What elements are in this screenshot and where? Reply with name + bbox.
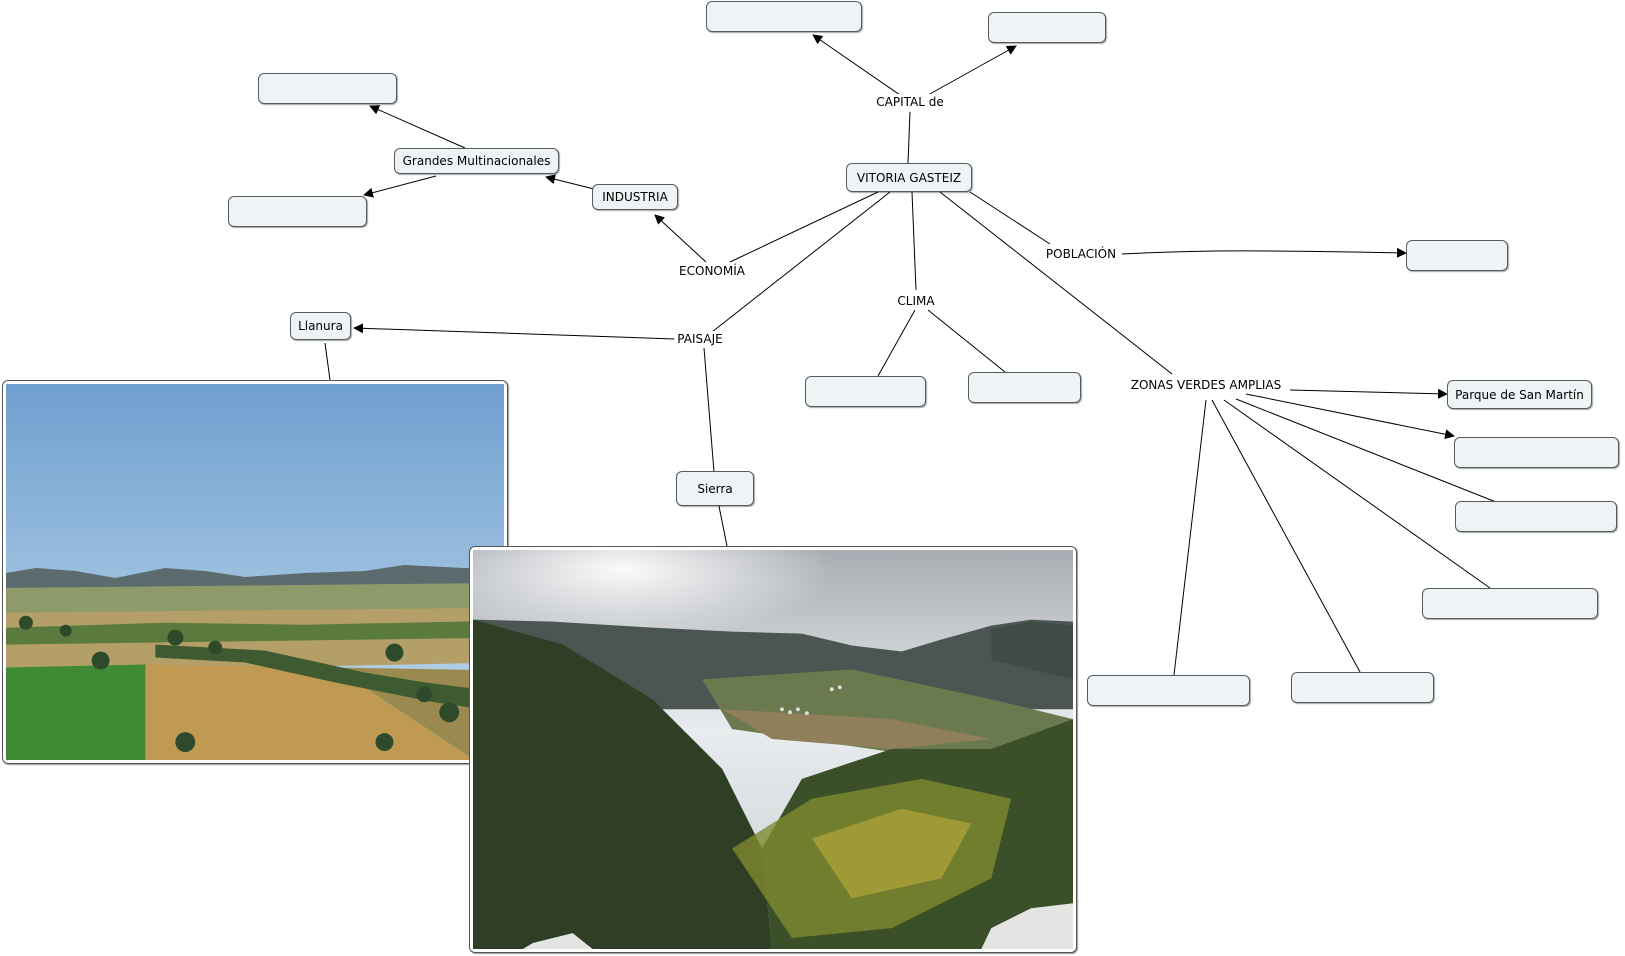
arrow-poblacion-box: [1121, 247, 1407, 258]
concept-llanura[interactable]: Llanura: [290, 312, 351, 340]
concept-empty-zonas-5[interactable]: [1291, 672, 1434, 703]
link-clima-box2: [927, 309, 1006, 373]
mountain-valley-icon: [473, 550, 1073, 949]
concept-vitoria-gasteiz[interactable]: VITORIA GASTEIZ: [846, 163, 972, 192]
arrow-industria-multinacionales: [545, 174, 595, 190]
concept-label: Llanura: [298, 319, 343, 333]
concept-empty-capital-2[interactable]: [988, 12, 1106, 43]
concept-label: Grandes Multinacionales: [402, 154, 551, 168]
concept-empty-multinacionales-2[interactable]: [228, 196, 367, 227]
concept-empty-zonas-2[interactable]: [1454, 437, 1619, 468]
arrow-capital-box1: [812, 34, 901, 96]
link-vitoria-poblacion: [969, 191, 1051, 245]
concept-empty-clima-2[interactable]: [968, 372, 1081, 403]
link-phrase-capital[interactable]: CAPITAL de: [873, 94, 947, 110]
concept-label: Parque de San Martín: [1455, 387, 1584, 402]
link-zonas-box5: [1211, 399, 1361, 673]
link-zonas-box3: [1235, 398, 1497, 503]
landscape-plain-icon: [6, 384, 504, 760]
concept-empty-zonas-6[interactable]: [1087, 675, 1250, 706]
arrow-paisaje-llanura: [353, 323, 676, 340]
concept-empty-multinacionales-1[interactable]: [258, 73, 397, 104]
link-phrase-paisaje[interactable]: PAISAJE: [674, 331, 726, 347]
concept-grandes-multinacionales[interactable]: Grandes Multinacionales: [394, 148, 559, 174]
link-paisaje-sierra: [703, 347, 715, 473]
concept-empty-capital-1[interactable]: [706, 1, 862, 32]
arrow-capital-box2: [927, 45, 1017, 96]
link-phrase-poblacion[interactable]: POBLACIÓN: [1042, 246, 1120, 262]
link-sierra-photo: [718, 505, 728, 547]
link-zonas-box6: [1173, 399, 1207, 676]
arrow-multinacionales-box1: [369, 105, 466, 149]
link-vitoria-capital: [907, 111, 911, 164]
arrow-economia-industria: [654, 214, 707, 263]
link-phrase-zonas-verdes[interactable]: ZONAS VERDES AMPLIAS: [1127, 377, 1285, 393]
arrow-multinacionales-box2: [363, 175, 437, 198]
link-vitoria-zonas: [939, 191, 1173, 375]
concept-empty-clima-1[interactable]: [805, 376, 926, 407]
link-vitoria-clima: [911, 191, 917, 291]
llanura-photo: [2, 380, 508, 764]
concept-empty-zonas-3[interactable]: [1455, 501, 1617, 532]
link-phrase-economia[interactable]: ECONOMÍA: [676, 263, 748, 279]
link-vitoria-paisaje: [711, 191, 891, 333]
link-phrase-clima[interactable]: CLIMA: [894, 293, 938, 309]
arrow-zonas-parque: [1289, 388, 1448, 399]
sierra-photo: [469, 546, 1077, 953]
link-llanura-photo: [324, 342, 331, 381]
concept-label: VITORIA GASTEIZ: [856, 170, 962, 185]
link-vitoria-economia: [729, 191, 879, 263]
arrow-zonas-box2: [1245, 393, 1455, 440]
concept-sierra[interactable]: Sierra: [676, 471, 754, 506]
concept-empty-poblacion[interactable]: [1406, 240, 1508, 271]
concept-label: INDUSTRIA: [602, 190, 668, 204]
concept-parque-san-martin[interactable]: Parque de San Martín: [1447, 380, 1592, 409]
concept-industria[interactable]: INDUSTRIA: [592, 184, 678, 210]
concept-label: Sierra: [697, 481, 733, 496]
link-clima-box1: [877, 309, 916, 377]
link-zonas-box4: [1223, 399, 1491, 589]
concept-empty-zonas-4[interactable]: [1422, 588, 1598, 619]
